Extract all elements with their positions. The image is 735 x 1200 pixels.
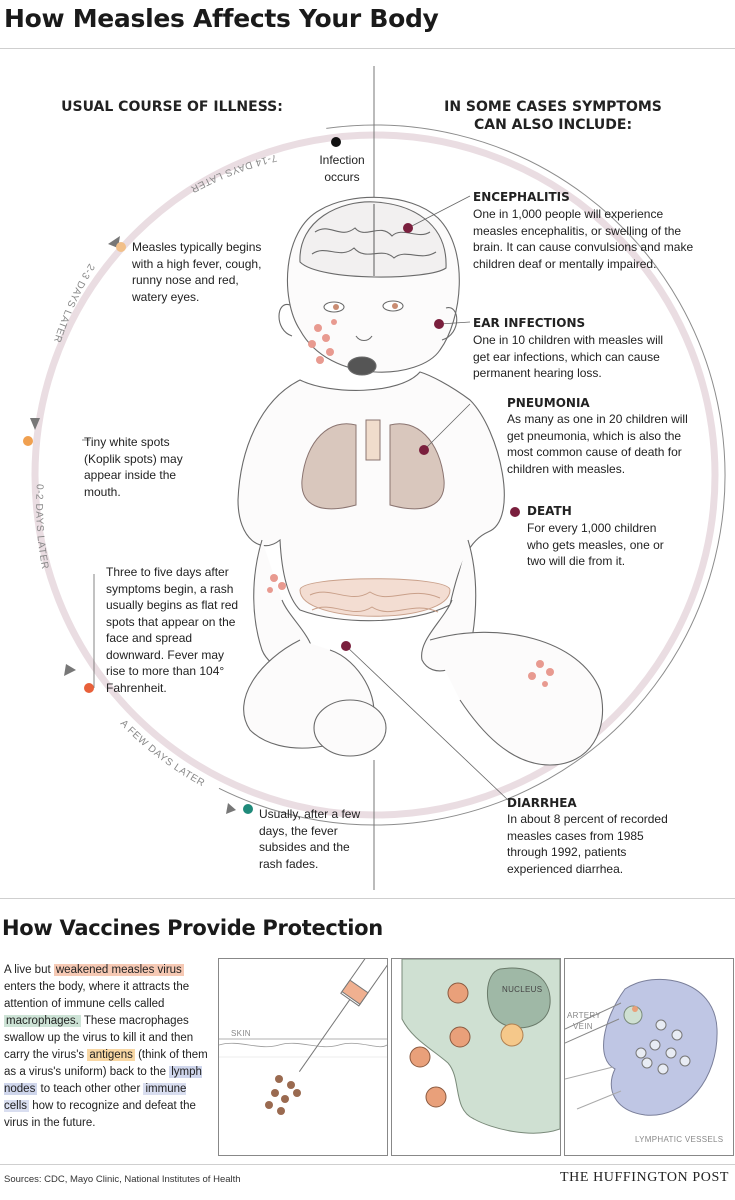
vaccines-text: A live but weakened measles virus enters… <box>4 964 208 1129</box>
panel-lymph-node: ARTERY VEIN LYMPHATIC VESSELS <box>564 958 734 1156</box>
stage-text-rash: Three to five days after symptoms begin,… <box>106 565 239 695</box>
symptom-text-encephalitis: One in 1,000 people will experience meas… <box>473 207 694 271</box>
panel-macrophage: NUCLEUS <box>391 958 561 1156</box>
highlight-macrophages: macrophages. <box>4 1015 81 1027</box>
symptom-text-diarrhea: In about 8 percent of recorded measles c… <box>507 812 668 876</box>
course-arc <box>24 124 726 826</box>
symptom-title-pneumonia: PNEUMONIA <box>507 396 590 410</box>
illness-diagram: 7-14 DAYS LATER 2-3 DAYS LATER 0-2 DAYS … <box>24 66 726 890</box>
symptom-text-ear: One in 10 children with measles will get… <box>473 333 664 380</box>
symptom-dot-diarrhea <box>341 641 351 651</box>
section-divider <box>0 898 735 899</box>
lymphatic-vessels-label: LYMPHATIC VESSELS <box>635 1135 724 1144</box>
nucleus-label: NUCLEUS <box>502 985 543 994</box>
stage-dot-rash <box>84 683 94 693</box>
symptoms-heading: IN SOME CASES SYMPTOMS CAN ALSO INCLUDE: <box>444 99 662 133</box>
symptom-title-encephalitis: ENCEPHALITIS <box>473 190 570 204</box>
artery-label: ARTERY <box>567 1011 601 1020</box>
stage-text-fever: Measles typically begins with a high fev… <box>132 240 262 304</box>
interval-label-2: 2-3 DAYS LATER <box>51 262 96 345</box>
symptom-dot-encephalitis <box>403 223 413 233</box>
stage-text-infection: Infection occurs <box>319 153 365 184</box>
intestines-illustration <box>299 578 451 617</box>
interval-label-4: A FEW DAYS LATER <box>118 718 207 789</box>
vein-label: VEIN <box>573 1022 593 1031</box>
vaccines-title: How Vaccines Provide Protection <box>2 916 383 940</box>
highlight-virus: weakened measles virus <box>53 964 184 976</box>
page-title: How Measles Affects Your Body <box>4 4 439 33</box>
symptom-title-ear: EAR INFECTIONS <box>473 316 586 330</box>
symptom-text-pneumonia: As many as one in 20 children will get p… <box>507 412 688 476</box>
footer-divider <box>0 1164 735 1165</box>
baby-illustration <box>237 196 604 766</box>
syringe-icon <box>298 959 387 1072</box>
brand-logo: THE HUFFINGTON POST <box>559 1170 729 1185</box>
stage-dot-fever <box>116 242 126 252</box>
injection-illustration <box>219 959 387 1115</box>
highlight-antigens: antigens <box>87 1049 135 1061</box>
symptom-dot-death <box>510 507 520 517</box>
stage-text-recovery: Usually, after a few days, the fever sub… <box>259 807 361 871</box>
interval-label-1: 7-14 DAYS LATER <box>188 152 278 195</box>
lymph-node-illustration <box>565 978 718 1116</box>
interval-label-3: 0-2 DAYS LATER <box>33 484 50 571</box>
rash-spots <box>267 319 554 687</box>
symptom-title-diarrhea: DIARRHEA <box>507 796 577 810</box>
lungs-illustration <box>301 419 445 510</box>
stage-dot-recovery <box>243 804 253 814</box>
stage-text-koplik: Tiny white spots (Koplik spots) may appe… <box>84 435 183 499</box>
stage-dot-infection <box>331 137 341 147</box>
course-heading: USUAL COURSE OF ILLNESS: <box>61 99 283 115</box>
symptom-title-death: DEATH <box>527 504 572 518</box>
sources-text: Sources: CDC, Mayo Clinic, National Inst… <box>4 1174 241 1185</box>
symptom-text-death: For every 1,000 children who gets measle… <box>527 521 664 568</box>
title-divider <box>0 48 735 49</box>
symptom-dot-pneumonia <box>419 445 429 455</box>
macrophage-illustration <box>401 959 560 1134</box>
stage-dot-koplik <box>23 436 33 446</box>
symptom-leaders <box>82 195 509 801</box>
symptom-ring <box>31 131 719 819</box>
panel-injection: SKIN <box>218 958 388 1156</box>
symptom-dot-ear <box>434 319 444 329</box>
skin-label: SKIN <box>231 1029 251 1038</box>
